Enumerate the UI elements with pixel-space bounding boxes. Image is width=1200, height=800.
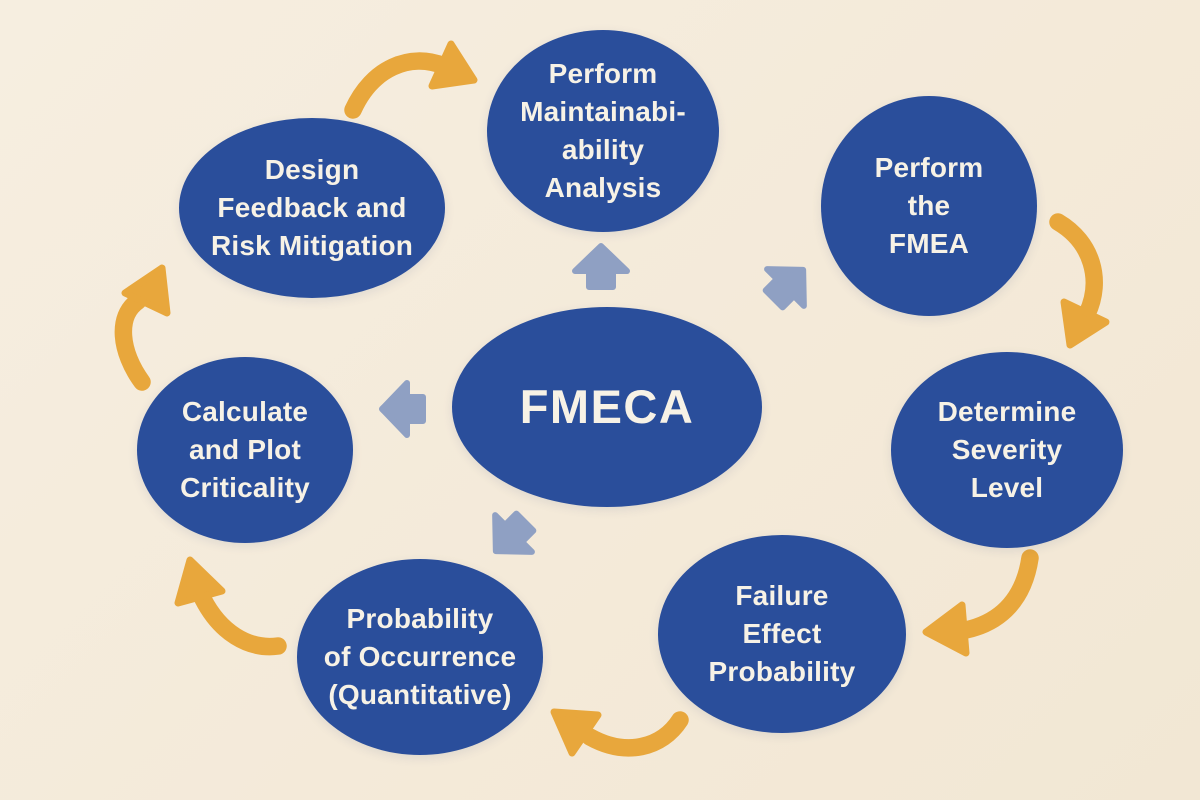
center-arrow-down-left: [492, 510, 537, 555]
node-label: Determine Severity Level: [937, 396, 1077, 503]
node-label: Design Feedback and Risk Mitigation: [210, 154, 414, 261]
cycle-arrow-bottomleft-to-left: [194, 590, 287, 656]
center-arrow-up: [572, 243, 630, 290]
node-label: Calculate and Plot Criticality: [180, 396, 310, 503]
cycle-arrow-topright-to-right: [1049, 213, 1103, 323]
cycle-arrowhead-topleft: [121, 264, 171, 317]
node-failure-effect-probability: Failure Effect Probability: [658, 535, 906, 733]
node-label: Failure Effect Probability: [708, 580, 856, 687]
node-label: Perform the FMEA: [874, 152, 984, 259]
cycle-arrowhead-right: [1060, 298, 1110, 349]
center-arrow-up-right: [762, 266, 807, 311]
node-perform-maintainability-analysis: Perform Maintainabi- ability Analysis: [487, 30, 719, 232]
node-fmeca-label: FMECA: [519, 380, 695, 433]
node-label: Perform Maintainabi- ability Analysis: [520, 58, 686, 203]
cycle-arrow-bottomright-to-bottomleft: [581, 711, 689, 757]
cycle-arrow-right-to-bottomright: [957, 549, 1039, 639]
cycle-arrow-topleft-to-top: [344, 52, 453, 119]
node-probability-of-occurrence: Probability of Occurrence (Quantitative): [297, 559, 543, 755]
node-perform-the-fmea: Perform the FMEA: [821, 96, 1037, 316]
node-calculate-and-plot-criticality: Calculate and Plot Criticality: [137, 357, 353, 543]
node-determine-severity-level: Determine Severity Level: [891, 352, 1123, 548]
node-label: Probability of Occurrence (Quantitative): [323, 603, 517, 710]
node-fmeca: FMECA: [452, 307, 762, 507]
cycle-arrowhead-bottomleft: [550, 708, 602, 757]
center-arrow-left: [379, 380, 426, 438]
node-design-feedback-risk-mitigation: Design Feedback and Risk Mitigation: [179, 118, 445, 298]
cycle-arrowhead-bottomright: [922, 601, 970, 657]
cycle-arrow-left-to-topleft: [114, 292, 151, 391]
cycle-arrowhead-left: [174, 556, 226, 607]
cycle-arrowhead-top: [428, 40, 478, 90]
